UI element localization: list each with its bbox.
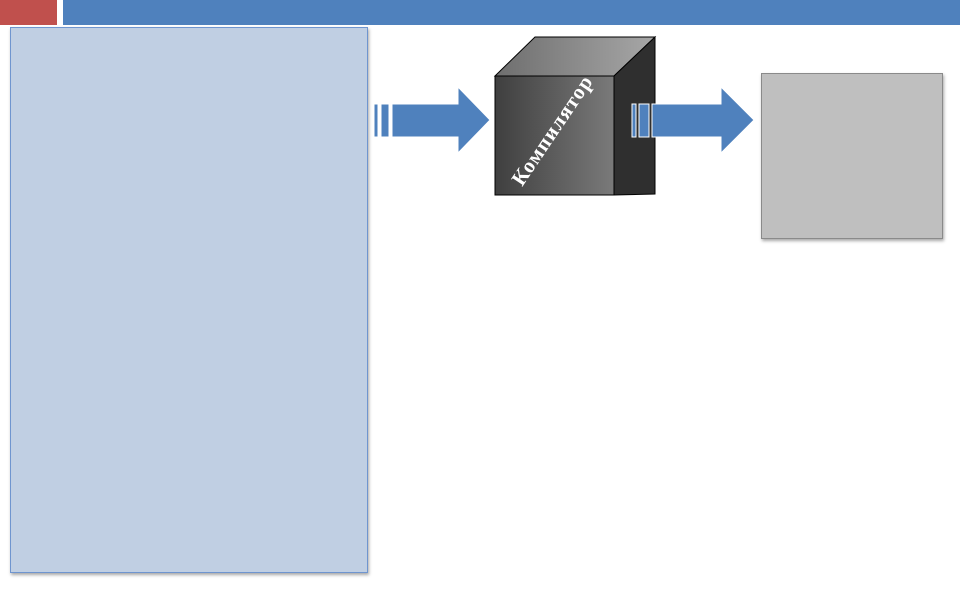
header-bar <box>63 0 960 25</box>
output-arrow <box>631 85 755 155</box>
input-arrow <box>373 85 491 155</box>
header-accent-bar <box>0 0 57 25</box>
compiler-cube-front <box>494 75 615 196</box>
source-code-panel <box>10 27 368 573</box>
output-box <box>761 73 943 239</box>
compiler-cube: Компилятор <box>493 35 657 196</box>
